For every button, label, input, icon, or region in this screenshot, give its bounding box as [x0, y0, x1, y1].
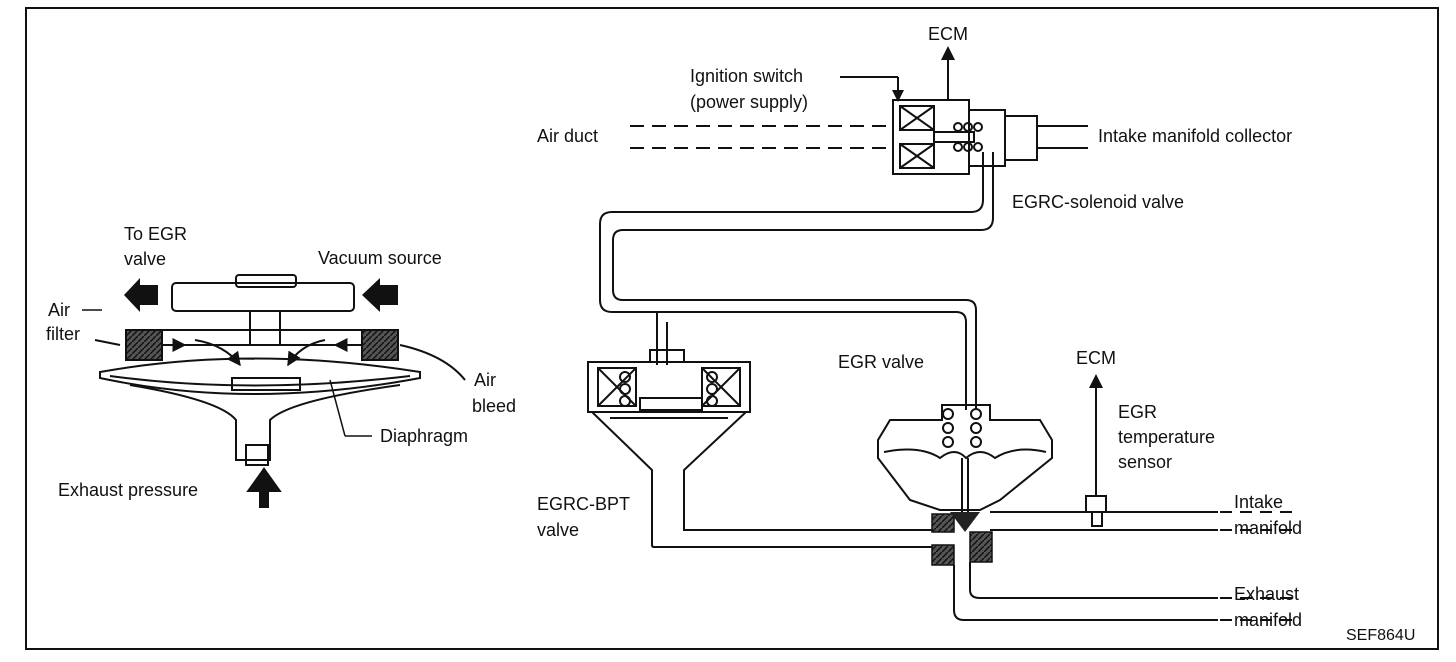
- label-ignition-2: (power supply): [690, 92, 808, 112]
- air-filter-right: [361, 329, 399, 361]
- label-egr-temp-3: sensor: [1118, 452, 1172, 472]
- exhaust-manifold-lines: [953, 562, 1300, 621]
- label-air-duct: Air duct: [537, 126, 598, 146]
- to-egr-arrow: [124, 278, 158, 312]
- egr-poppet: [950, 512, 980, 532]
- label-egrc-bpt-1: EGRC-BPT: [537, 494, 630, 514]
- egrc-solenoid-valve: [892, 99, 1038, 175]
- egrc-bpt-cross-section: [99, 274, 421, 466]
- label-to-egr-2: valve: [124, 249, 166, 269]
- egrc-bpt-valve: [587, 349, 940, 548]
- label-figure-code: SEF864U: [1346, 627, 1415, 644]
- figure-frame: [25, 7, 1439, 650]
- label-exhaust-pressure: Exhaust pressure: [58, 480, 198, 500]
- label-ignition-1: Ignition switch: [690, 66, 803, 86]
- ecm-top-arrow: [941, 46, 955, 100]
- label-intake-collector: Intake manifold collector: [1098, 126, 1292, 146]
- air-filter-left: [125, 329, 163, 361]
- label-to-egr-1: To EGR: [124, 224, 187, 244]
- egr-seat-left-lower: [931, 544, 955, 566]
- label-intake-manifold-1: Intake: [1234, 492, 1283, 512]
- label-air-filter-2: filter: [46, 324, 80, 344]
- label-egr-valve: EGR valve: [838, 352, 924, 372]
- ignition-arrow: [840, 76, 899, 94]
- label-diaphragm: Diaphragm: [380, 426, 468, 446]
- egr-seat-left: [931, 513, 955, 533]
- label-ecm-right: ECM: [1076, 348, 1116, 368]
- egr-temperature-sensor: [1085, 495, 1107, 527]
- intake-manifold-lines: [990, 511, 1300, 531]
- ecm-right-arrow: [1089, 374, 1103, 496]
- leader-lines-left: [82, 309, 372, 437]
- flow-arrows-left: [94, 338, 466, 381]
- label-vacuum-source: Vacuum source: [318, 248, 442, 268]
- label-air-bleed-2: bleed: [472, 396, 516, 416]
- vacuum-hose: [599, 152, 994, 410]
- label-intake-manifold-2: manifold: [1234, 518, 1302, 538]
- label-egr-temp-2: temperature: [1118, 427, 1215, 447]
- label-egrc-solenoid: EGRC-solenoid valve: [1012, 192, 1184, 212]
- vacuum-source-arrow: [362, 278, 398, 312]
- label-ecm-top: ECM: [928, 24, 968, 44]
- label-exhaust-manifold-1: Exhaust: [1234, 584, 1299, 604]
- egr-valve: [877, 404, 1053, 520]
- label-air-bleed-1: Air: [474, 370, 496, 390]
- egr-seat-right: [969, 531, 993, 563]
- air-duct-lines: [630, 125, 1088, 149]
- label-air-filter-1: Air: [48, 300, 70, 320]
- exhaust-pressure-arrow: [246, 467, 282, 508]
- label-egr-temp-1: EGR: [1118, 402, 1157, 422]
- label-egrc-bpt-2: valve: [537, 520, 579, 540]
- label-exhaust-manifold-2: manifold: [1234, 610, 1302, 630]
